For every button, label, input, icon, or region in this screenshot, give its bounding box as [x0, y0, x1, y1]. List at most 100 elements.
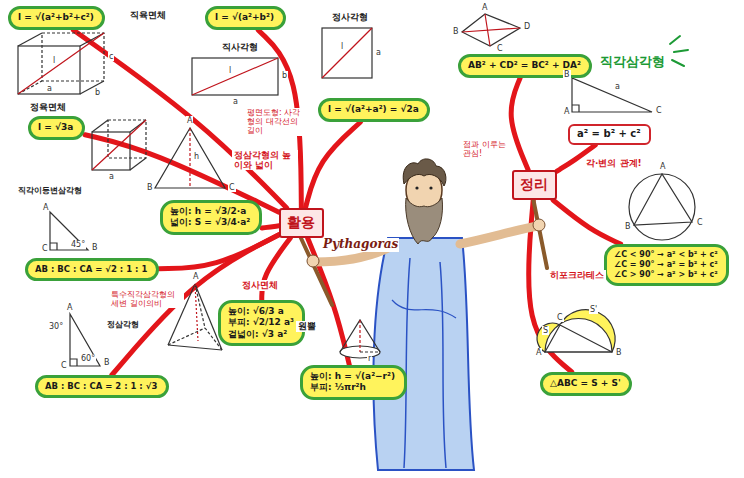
sign-board: 활용 [279, 208, 324, 238]
hippocrates-lune-figure [537, 310, 615, 352]
hippocrates-lune-figure [545, 319, 612, 353]
figure-letter: a [108, 172, 115, 181]
branch-heading: 정삼각형 [105, 320, 141, 330]
hippocrates-lune-figure [545, 325, 612, 352]
rectangle-figure [192, 58, 278, 95]
cube-figure [92, 120, 146, 170]
formula-text: 부피: √2/12 a³ [228, 317, 295, 328]
rectangle-figure [192, 58, 278, 95]
green-emphasis-marks [672, 60, 684, 66]
figure-letter: B [452, 27, 460, 36]
right-triangle-figure [572, 105, 579, 112]
formula-text: l = √3a [38, 122, 75, 133]
figure-letter: C [556, 313, 564, 322]
figure-letter: 45° [70, 240, 86, 249]
formula-cloud: 정사면체높이: √6/3 a부피: √2/12 a³겉넓이: √3 a² [218, 300, 305, 346]
right-triangle-30-60-figure [70, 314, 100, 366]
right-triangle-figure [572, 78, 652, 112]
branch-line [553, 200, 621, 244]
figure-letter: a [232, 97, 239, 106]
figure-letter: B [624, 222, 632, 231]
sign-pole [533, 198, 547, 268]
figure-letter: a [46, 84, 53, 93]
formula-text: AB : BC : CA = √2 : 1 : 1 [35, 264, 149, 275]
formula-text: ∠C = 90° → a² = b² + c² [614, 260, 719, 270]
isosceles-right-triangle-figure [50, 212, 88, 250]
pythagoras-figure [392, 300, 456, 318]
branch-note: 점과 이루는 관심! [462, 140, 508, 158]
figure-letter: A [535, 348, 542, 357]
figure-letter: A [563, 107, 570, 116]
formula-cloud: 정육면체l = √3a [28, 116, 85, 140]
formula-text: a² = b² + c² [577, 128, 642, 141]
formula-text: 높이: h = √3/2·a [170, 206, 252, 217]
branch-line [159, 235, 279, 269]
formula-text: 높이: √6/3 a [228, 306, 295, 317]
figure-letter: C [696, 218, 704, 227]
formula-text: 부피: ⅓πr²h [310, 382, 397, 393]
formula-text: l = √(a²+a²) = √2a [328, 104, 420, 115]
figure-letter: S' [589, 305, 598, 314]
branch-heading: 원뿔 [296, 321, 318, 332]
figure-letter: C [41, 244, 49, 253]
pythagoras-figure [404, 258, 410, 468]
formula-text: l = √(a²+b²) [215, 12, 276, 23]
branch-heading: 각·변의 관계! [584, 158, 644, 169]
isosceles-right-triangle-figure [50, 212, 88, 250]
formula-cloud: 정사각형l = √(a²+a²) = √2a [318, 98, 430, 122]
formula-box: 직각삼각형a² = b² + c² [568, 124, 651, 145]
figure-letter: l [52, 56, 56, 65]
branch-note: 특수직각삼각형의 세변 길이의비 [110, 290, 184, 308]
figure-letter: l [340, 42, 344, 51]
cone-figure [360, 351, 380, 352]
formula-text: AB : BC : CA = 2 : 1 : √3 [45, 381, 159, 392]
circle-triangle-figure [629, 174, 695, 240]
branch-line [262, 226, 279, 228]
formula-text: 겉넓이: √3 a² [228, 329, 295, 340]
pythagoras-figure [460, 226, 538, 244]
formula-cloud: l = √(a²+b²+c²)직육면체 [8, 6, 105, 30]
equilateral-triangle-figure [189, 128, 190, 188]
formula-text: △ABC = S + S' [550, 378, 622, 389]
cuboid-figure [18, 33, 42, 46]
pythagoras-figure [406, 198, 443, 244]
quadrilateral-figure [462, 14, 520, 46]
figure-letter: C [496, 44, 504, 53]
cuboid-figure [18, 33, 104, 94]
green-emphasis-marks [674, 50, 688, 52]
figure-letter: a [614, 82, 621, 91]
square-figure [322, 28, 372, 78]
quadrilateral-figure [462, 14, 520, 46]
cube-figure [92, 120, 108, 132]
pythagoras-figure [533, 219, 545, 231]
cube-figure [92, 120, 146, 170]
formula-text: ∠C > 90° → a² > b² + c² [614, 270, 719, 280]
figure-letter: A [192, 272, 199, 281]
formula-text: l = √(a²+b²+c²) [18, 12, 95, 23]
figure-name: Pythagoras [322, 238, 399, 252]
figure-letter: A [481, 3, 488, 12]
sign-text: 정리 [520, 176, 549, 194]
equilateral-triangle-figure [155, 128, 225, 188]
rectangle-figure [192, 58, 278, 95]
figure-letter: B [563, 70, 571, 79]
tetrahedron-figure [168, 328, 205, 345]
pythagoras-figure [403, 159, 446, 186]
green-emphasis-marks [670, 36, 688, 66]
figure-letter: A [66, 303, 73, 312]
branch-line [305, 122, 360, 208]
tetrahedron-figure [168, 345, 222, 350]
branch-heading: 직사각형 [220, 42, 260, 53]
branch-heading: 히포크라테스 [548, 270, 606, 281]
cone-figure [359, 320, 360, 352]
figure-letter: S [542, 326, 549, 335]
figure-letter: A [186, 116, 193, 125]
formula-cloud: 정삼각형AB : BC : CA = 2 : 1 : √3 [35, 375, 169, 398]
figure-letter: C [228, 183, 236, 192]
formula-text: ∠C < 90° → a² < b² + c² [614, 250, 719, 260]
figure-letter: 60° [80, 354, 96, 363]
pythagoras-figure [429, 186, 432, 189]
figure-letter: b [281, 71, 288, 80]
figure-letter: c [108, 52, 114, 61]
